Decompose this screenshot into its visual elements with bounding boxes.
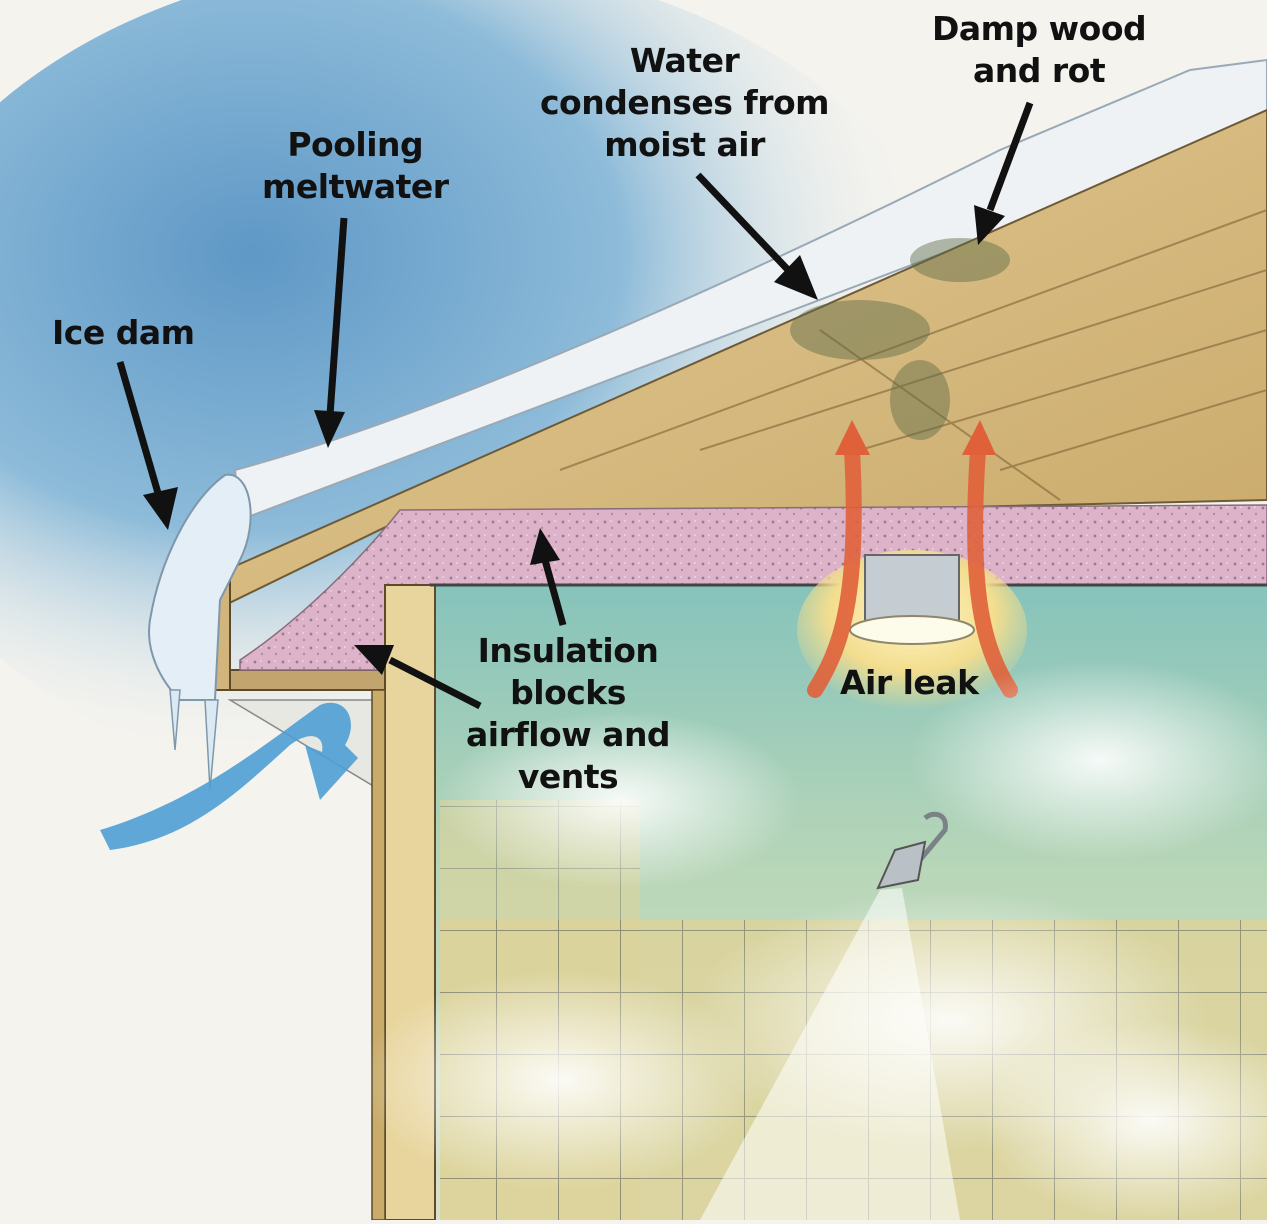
label-air-leak: Air leak	[840, 662, 979, 704]
callout-arrows	[116, 101, 1034, 710]
label-ice-dam: Ice dam	[52, 312, 195, 354]
label-line: meltwater	[262, 167, 449, 206]
label-line: vents	[517, 757, 619, 796]
mold-patches	[790, 238, 1010, 440]
label-line: Insulation	[477, 631, 659, 670]
cold-air-arrow	[100, 702, 358, 850]
warm-air-arrows	[807, 442, 1018, 698]
label-line: Pooling	[287, 125, 424, 164]
label-line: condenses from	[540, 83, 830, 122]
icicles	[169, 689, 219, 791]
recessed-light-can	[864, 554, 960, 626]
shower-head	[876, 811, 948, 890]
label-insulation-blocks: Insulation blocks airflow and vents	[466, 630, 671, 798]
label-line: airflow and	[466, 715, 671, 754]
ice-dam	[148, 473, 252, 701]
label-line: Air leak	[840, 663, 979, 702]
label-water-condenses: Water condenses from moist air	[540, 40, 830, 166]
label-line: blocks	[510, 673, 626, 712]
snow-layer	[233, 58, 1267, 522]
label-line: and rot	[973, 51, 1106, 90]
label-line: Damp wood	[932, 9, 1147, 48]
label-line: moist air	[604, 125, 765, 164]
steam	[360, 660, 1267, 1220]
label-line: Ice dam	[52, 313, 195, 352]
label-damp-wood: Damp wood and rot	[932, 8, 1147, 92]
label-pooling-meltwater: Pooling meltwater	[262, 124, 449, 208]
label-line: Water	[629, 41, 740, 80]
